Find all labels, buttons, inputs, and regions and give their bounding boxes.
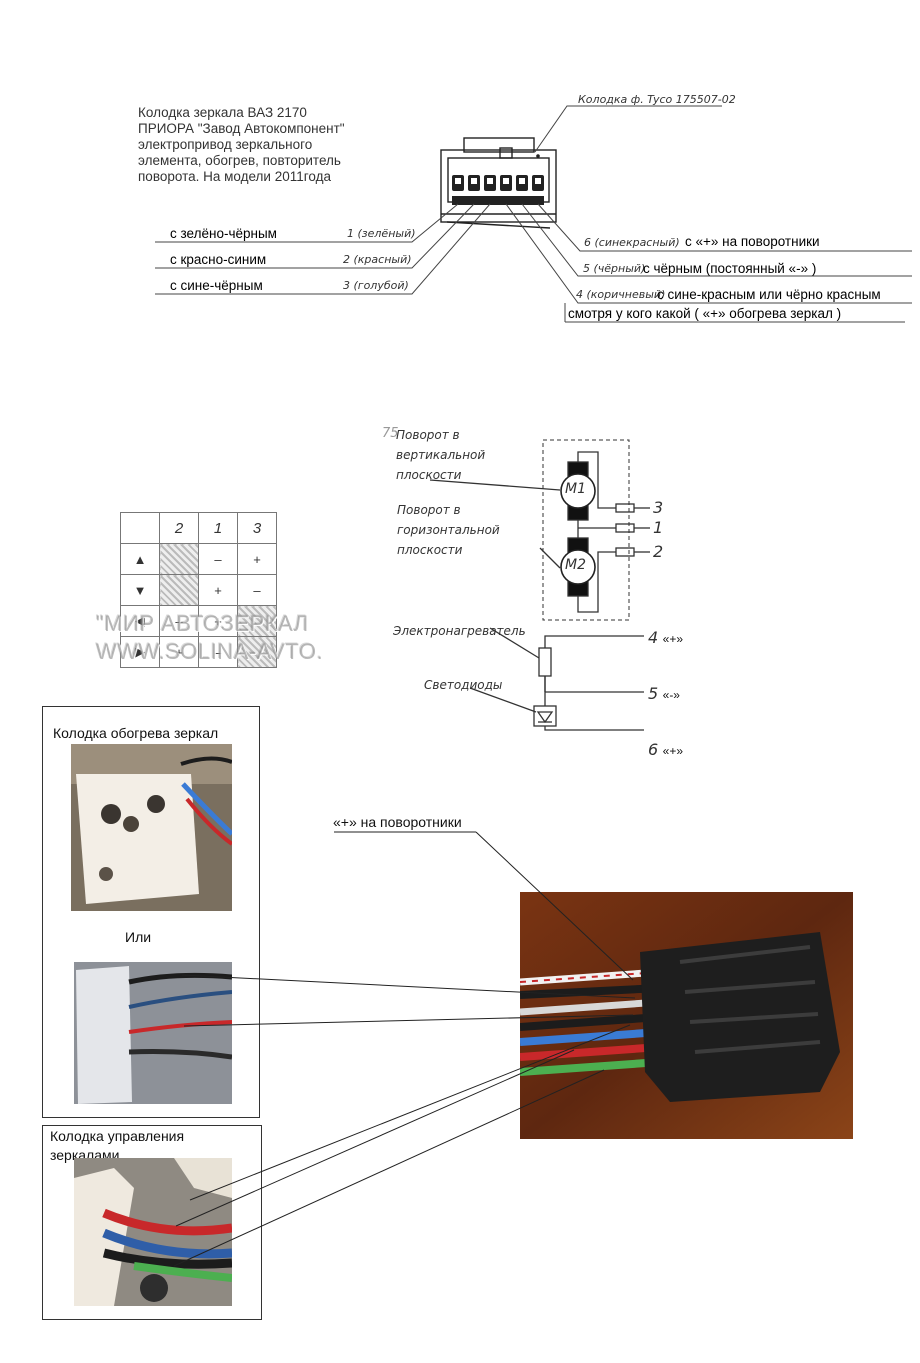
heating-connector-photo-2	[74, 962, 232, 1104]
label-line: вертикальной	[396, 448, 486, 462]
table-cell: –	[159, 605, 199, 637]
wiring-schematic	[429, 439, 650, 731]
table-cell: –	[198, 543, 238, 575]
wire-label: с зелёно-чёрным	[170, 226, 277, 241]
or-label: Или	[125, 929, 152, 945]
label-line: Поворот в	[397, 503, 461, 517]
connector-drawing	[155, 105, 912, 323]
motor-m2-label: M2	[565, 557, 586, 573]
label-line: плоскости	[396, 468, 462, 482]
output-signal: «+»	[662, 632, 683, 646]
vertical-rotation-label: Поворот в вертикальной плоскости	[396, 425, 485, 485]
table-cell: +	[159, 636, 199, 668]
pin-label: 2 (красный)	[343, 253, 412, 266]
output-num: 4	[648, 628, 659, 647]
pin-label: 1 (зелёный)	[347, 227, 416, 240]
motor-m1-label: M1	[565, 481, 586, 497]
motor-pin-label: 3	[653, 498, 664, 517]
connector-description: Колодка зеркала ВАЗ 2170 ПРИОРА "Завод А…	[138, 105, 398, 185]
wire-label: с сине-чёрным	[170, 278, 263, 293]
table-cell	[159, 574, 199, 606]
description-line: электропривод зеркального	[138, 137, 313, 152]
table-row: ◀ – +	[120, 605, 277, 637]
table-cell: +	[198, 605, 238, 637]
direction-arrow-right-icon: ▶	[120, 636, 160, 668]
table-header: 3	[237, 512, 277, 544]
watermark-line: WWW.SOLINA-AVTO.	[96, 639, 324, 664]
output-5: 5 «-»	[648, 684, 680, 704]
table-cell	[237, 605, 277, 637]
wire-label: с «+» на поворотники	[685, 234, 820, 249]
table-row: ▶ + –	[120, 636, 277, 668]
control-connector-photo	[74, 1158, 232, 1306]
pin-label: 5 (чёрный)	[583, 262, 646, 275]
pin4-note: смотря у кого какой ( «+» обогрева зерка…	[568, 306, 842, 321]
table-cell	[237, 636, 277, 668]
motor-pin-label: 2	[653, 542, 664, 561]
wire-label: с красно-синим	[170, 252, 267, 267]
heating-box-title: Колодка обогрева зеркал	[53, 725, 219, 741]
description-line: ПРИОРА "Завод Автокомпонент"	[138, 121, 345, 136]
motor-pin-label: 1	[653, 518, 664, 537]
heating-connector-photo-1	[71, 744, 232, 911]
heater-label: Электронагреватель	[393, 624, 526, 638]
output-num: 6	[648, 740, 659, 759]
wire-label: с чёрным (постоянный «-» )	[643, 261, 817, 276]
watermark: "МИР АВТОЗЕРКАЛ WWW.SOLINA-AVTO.	[96, 610, 323, 666]
label-line: плоскости	[397, 543, 463, 557]
label-line: горизонтальной	[397, 523, 500, 537]
pin-label: 6 (синекрасный)	[584, 236, 680, 249]
table-cell: –	[237, 574, 277, 606]
description-line: Колодка зеркала ВАЗ 2170	[138, 105, 307, 120]
table-cell: +	[198, 574, 238, 606]
pin-label: 3 (голубой)	[343, 279, 409, 292]
output-4: 4 «+»	[648, 628, 683, 648]
turn-signal-label: «+» на поворотники	[333, 814, 462, 830]
description-line: элемента, обогрев, повторитель	[138, 153, 341, 168]
pin-label: 4 (коричневый)	[576, 288, 666, 301]
description-line: поворота. На модели 2011года	[138, 169, 331, 184]
schematic-top-mark: 75	[382, 426, 399, 441]
horizontal-rotation-label: Поворот в горизонтальной плоскости	[397, 500, 500, 560]
output-num: 5	[648, 684, 659, 703]
table-row: ▼ + –	[120, 574, 277, 606]
output-6: 6 «+»	[648, 740, 683, 760]
main-connector-photo	[520, 892, 853, 1139]
connector-title: Колодка ф. Tyco 175507-02	[578, 93, 736, 106]
output-signal: «-»	[662, 688, 680, 702]
led-label: Светодиоды	[424, 678, 503, 692]
watermark-line: "МИР АВТОЗЕРКАЛ	[96, 611, 309, 636]
title-line: Колодка управления	[50, 1128, 185, 1144]
wire-label: с сине-красным или чёрно красным	[657, 287, 881, 302]
output-signal: «+»	[662, 744, 683, 758]
label-line: Поворот в	[396, 428, 460, 442]
pin-polarity-table: 2 1 3 ▲ – + ▼ + – ◀ – + ▶ + –	[120, 512, 277, 668]
